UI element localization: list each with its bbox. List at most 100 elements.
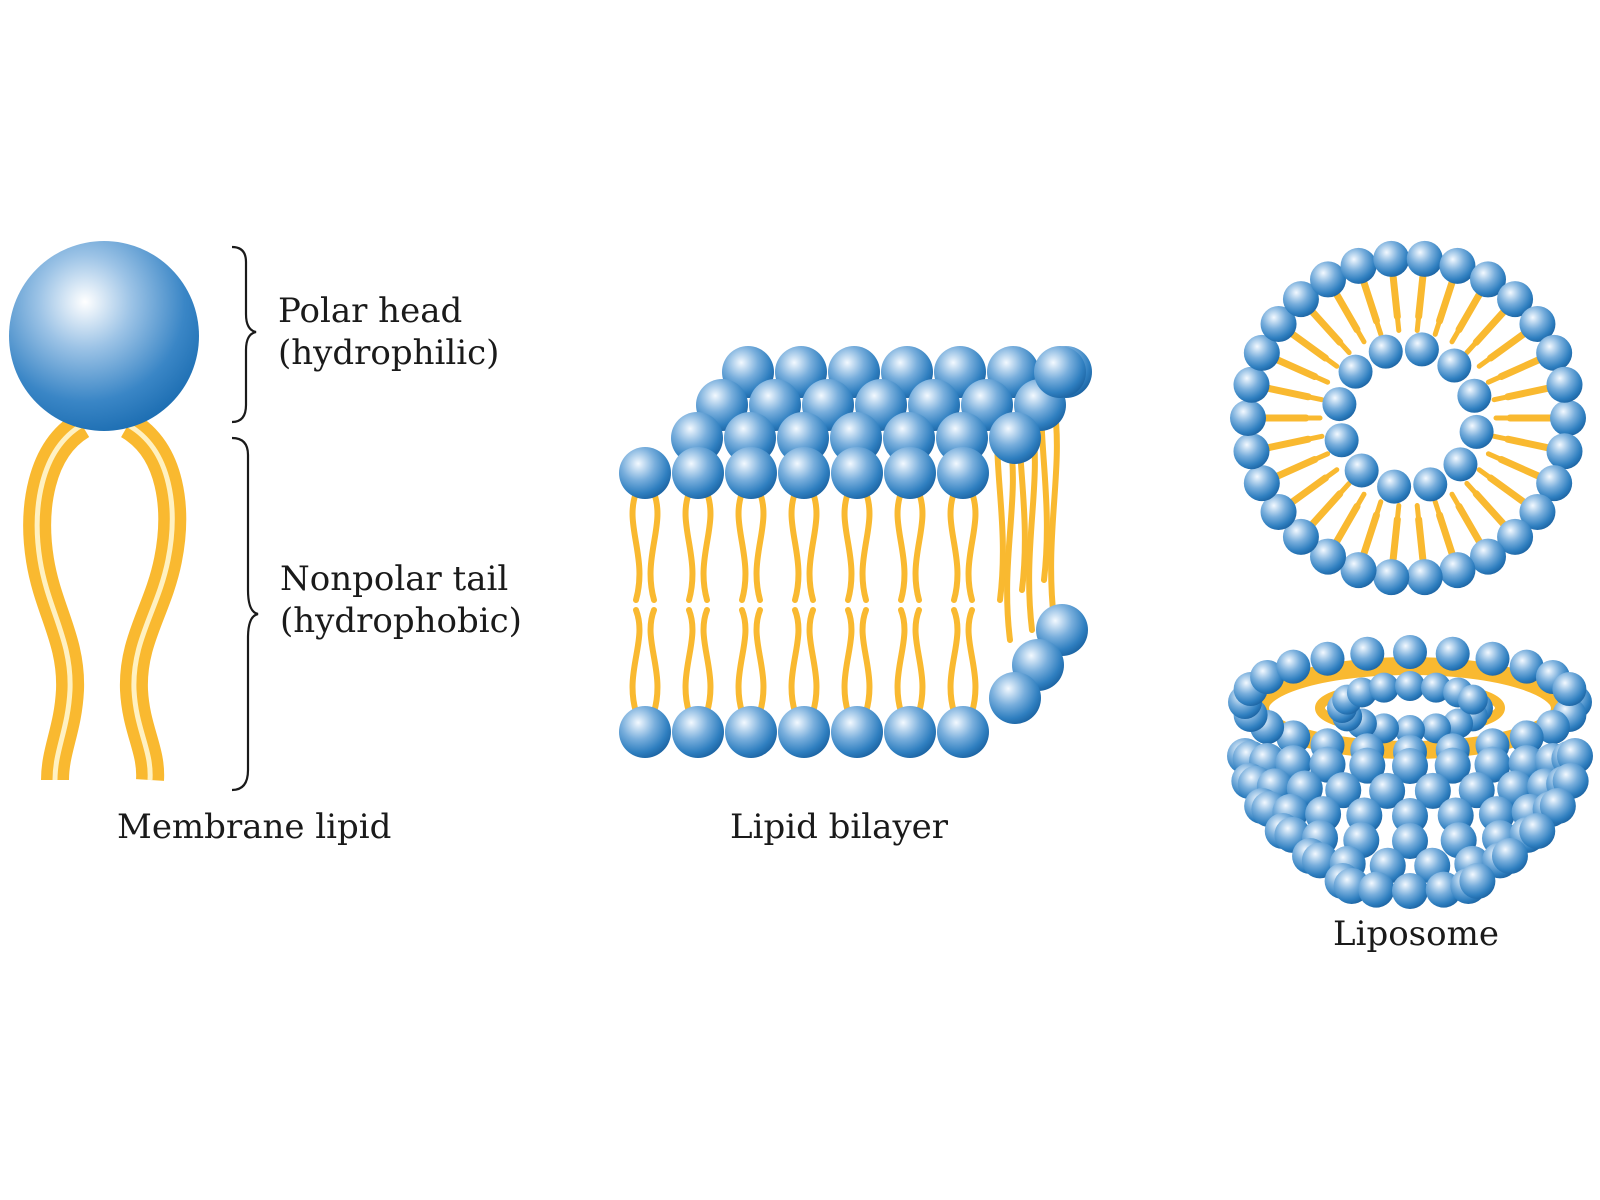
lipid-head	[1282, 281, 1319, 318]
lipid-head	[1373, 240, 1410, 277]
lipid-head	[1519, 305, 1556, 342]
liposome-inner-tail	[1306, 343, 1340, 369]
bowl-heads	[1227, 635, 1593, 909]
lipid-head	[1421, 713, 1452, 744]
lipid-head	[1392, 873, 1428, 909]
lipid-head	[1310, 261, 1346, 298]
lipid-head	[1404, 332, 1439, 367]
bilayer-side-tail	[1004, 437, 1016, 643]
liposome-inner-tail	[1432, 299, 1449, 337]
bilayer-tail-upper	[700, 490, 714, 603]
liposome-inner-tail	[1323, 480, 1352, 512]
lipid-head	[1233, 433, 1270, 470]
lipid-head	[831, 447, 883, 499]
lipid-head	[1340, 552, 1377, 589]
lipid-head	[672, 706, 724, 758]
bilayer-tail-upper	[647, 490, 661, 603]
lipid-head	[1546, 366, 1583, 403]
lipid-head	[937, 706, 989, 758]
bilayer-tail-lower	[682, 607, 696, 715]
lipid-head	[1250, 660, 1285, 694]
bilayer-tail-upper	[735, 490, 749, 603]
bilayer-tail-lower	[788, 607, 802, 715]
lipid-head	[1509, 649, 1544, 684]
lipid-head	[1369, 772, 1406, 809]
liposome-inner-tail	[1306, 467, 1340, 493]
liposome-inner-tail	[1449, 309, 1472, 345]
liposome-inner-tail	[1476, 467, 1510, 493]
lipid-head	[1519, 494, 1556, 531]
lipid-head	[1491, 838, 1528, 874]
liposome-inner-tail	[1414, 503, 1424, 542]
head-brace	[231, 245, 257, 424]
lipid-head	[1434, 747, 1471, 784]
lipid-head	[1358, 871, 1395, 908]
lipid-head	[1439, 552, 1476, 589]
lipid-head	[1243, 465, 1280, 502]
lipid-head	[1282, 518, 1319, 555]
lipid-head	[1509, 720, 1544, 755]
lipid-head	[1340, 247, 1377, 284]
lipid-head	[1435, 636, 1470, 671]
nonpolar-tail-label: Nonpolar tail	[280, 559, 508, 599]
liposome-inner-tail	[1344, 491, 1367, 527]
lipid-head	[1349, 747, 1386, 784]
liposome-inner-tail	[1414, 294, 1424, 333]
lipid-head	[1034, 346, 1086, 398]
lipid-head	[1276, 649, 1311, 684]
lipid-bilayer-caption: Lipid bilayer	[730, 807, 949, 847]
tail-brace	[231, 436, 259, 792]
bilayer-tail-upper	[788, 490, 802, 603]
bilayer-tail-upper	[841, 490, 855, 603]
lipid-head	[1322, 387, 1357, 422]
polar-head-label: Polar head	[278, 291, 462, 331]
liposome-inner-tail	[1464, 480, 1493, 512]
lipid-head	[1546, 433, 1583, 470]
lipid-head	[1368, 672, 1399, 703]
lipid-head	[1310, 538, 1346, 575]
lipid-head	[1260, 305, 1297, 342]
membrane-lipid-caption: Membrane lipid	[117, 807, 391, 847]
bilayer-tail-upper	[912, 490, 926, 603]
lipid-head	[1230, 400, 1266, 436]
bilayer-tail-lower	[859, 607, 873, 715]
nonpolar-tail-sublabel: (hydrophobic)	[280, 601, 522, 641]
lipid-head	[937, 447, 989, 499]
lipid-tail-left-highlight	[34, 422, 84, 781]
lipid-head	[1414, 772, 1451, 809]
lipid-head	[1406, 240, 1443, 277]
lipid-head	[672, 447, 724, 499]
lipid-head	[1373, 559, 1410, 596]
liposome-inner-tail	[1392, 294, 1402, 333]
lipid-head	[1350, 636, 1385, 671]
lipid-head	[1519, 813, 1556, 849]
lipid-head	[1459, 414, 1494, 449]
lipid-head	[989, 412, 1041, 464]
polar-head-sublabel: (hydrophilic)	[278, 333, 499, 373]
lipid-head	[778, 447, 830, 499]
lipid-head	[619, 447, 671, 499]
lipid-head	[1413, 467, 1448, 502]
bilayer-heads	[619, 346, 1092, 758]
lipid-head	[1457, 378, 1492, 413]
lipid-head	[1437, 348, 1472, 383]
liposome-tails	[1262, 273, 1554, 563]
lipid-head	[1344, 453, 1379, 488]
lipid-head	[1338, 354, 1373, 389]
lipid-head	[725, 706, 777, 758]
lipid-head	[1243, 334, 1280, 371]
bilayer-tail-upper	[947, 490, 961, 603]
bilayer-tail-upper	[859, 490, 873, 603]
lipid-head	[1536, 334, 1573, 371]
liposome-heads	[1230, 240, 1586, 596]
lipid-head	[1233, 366, 1270, 403]
bilayer-tail-lower	[947, 607, 961, 715]
lipid-head	[1395, 671, 1425, 701]
lipid-head	[1406, 559, 1443, 596]
lipid-head	[1393, 635, 1427, 669]
liposome-inner-tail	[1286, 433, 1325, 446]
lipid-head	[831, 706, 883, 758]
liposome-inner-tail	[1491, 433, 1530, 446]
liposome-inner-tail	[1367, 499, 1384, 537]
